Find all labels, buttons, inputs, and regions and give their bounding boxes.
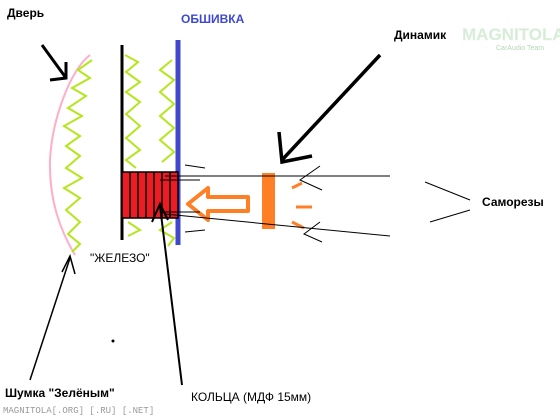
door-outline [48,54,91,256]
label-iron: "ЖЕЛЕЗО" [90,251,150,265]
insert-direction-arrow [186,186,250,222]
stray-dot [111,339,115,343]
label-speaker: Динамик [394,28,447,42]
speaker-arrow-head [277,131,313,165]
label-screws: Саморезы [482,195,544,209]
deadening-arrow-head [61,253,76,275]
label-door: Дверь [7,6,44,20]
speaker-cone-1 [291,181,303,190]
panel-deadening-upper [124,54,142,169]
rings-arrow-head [151,201,169,223]
speaker [262,173,275,229]
screws-pointer-lower [429,209,471,223]
logo: MAGNITOLA CarAudio Team [462,25,560,52]
door-arrow-shaft [40,44,68,79]
screw-stub-top [184,164,206,169]
panel-deadening-right [158,59,176,163]
door-deadening [62,59,93,253]
rings-arrow-shaft [159,205,183,386]
label-rings: КОЛЬЦА (МДФ 15мм) [191,390,311,404]
label-deadening: Шумка "Зелёным" [5,386,115,400]
logo-brand: MAGNITOLA [462,25,560,44]
screw-stub-bottom [184,229,206,233]
label-trim: ОБШИВКА [181,12,245,26]
door-arrow-head [49,62,68,82]
screws-arrow-lower-head [303,221,323,243]
speaker-arrow-shaft [280,53,382,162]
screw-line-bottom [164,213,391,237]
deadening-arrow-shaft [29,257,71,381]
footer-watermark: MAGNITOLA[.ORG] [.RU] [.NET] [3,406,154,416]
screws-arrow-upper-head [298,165,323,191]
logo-sub: CarAudio Team [496,45,544,52]
screws-pointer-upper [424,181,471,201]
panel-deadening-lower [127,221,176,247]
